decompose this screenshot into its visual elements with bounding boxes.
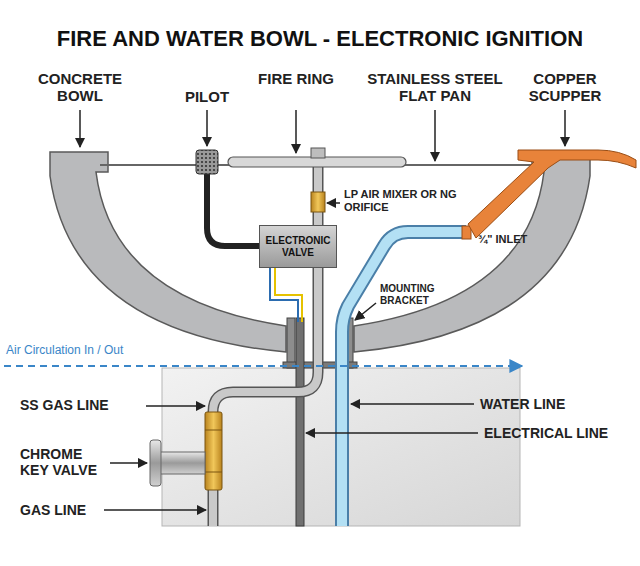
key-valve-plate <box>150 440 161 486</box>
leader-line <box>564 110 566 146</box>
part-label: GAS LINE <box>20 502 104 518</box>
valve-box: ELECTRONIC VALVE <box>259 225 337 268</box>
copper-scupper <box>468 150 636 238</box>
leader-line <box>327 202 340 204</box>
leader-line <box>146 405 205 407</box>
part-label: LP AIR MIXER OR NG ORIFICE <box>344 188 484 213</box>
valve-label: ELECTRONIC VALVE <box>260 235 336 258</box>
part-label: STAINLESS STEEL FLAT PAN <box>355 70 515 105</box>
brass-fitting <box>205 412 222 490</box>
fire-ring-hub <box>311 148 325 158</box>
leader-line <box>295 110 297 153</box>
pilot-tube <box>207 172 262 246</box>
part-label: MOUNTING BRACKET <box>380 283 470 306</box>
air-flow-arrow <box>4 365 522 367</box>
part-label: SS GAS LINE <box>20 397 145 413</box>
water-line <box>342 232 466 526</box>
ss-gas-line <box>213 158 318 526</box>
leader-lines <box>80 110 565 510</box>
concrete-bowl <box>354 152 590 352</box>
leader-line <box>104 509 206 511</box>
leader-line <box>355 303 376 320</box>
part-label: CONCRETE BOWL <box>30 70 130 105</box>
ss-gas-line <box>213 158 318 526</box>
leader-line <box>306 432 478 434</box>
leader-line <box>110 462 147 464</box>
air-mixer <box>311 192 325 212</box>
part-label: WATER LINE <box>480 396 630 412</box>
part-label: Air Circulation In / Out <box>6 344 206 358</box>
brass-fitting <box>205 430 222 431</box>
valve-wire <box>275 268 302 322</box>
electrical-line <box>296 318 304 526</box>
part-label: ¾" INLET <box>478 233 548 246</box>
leader-line <box>351 403 474 405</box>
part-label: CHROME KEY VALVE <box>20 446 108 478</box>
leader-line <box>79 110 81 147</box>
pilot-grille <box>196 150 218 174</box>
key-valve-stem <box>160 452 205 474</box>
leader-line <box>434 110 436 161</box>
part-label: COPPER SCUPPER <box>517 70 613 105</box>
water-line <box>342 232 466 526</box>
mounting-bracket <box>287 318 295 368</box>
leader-line <box>206 110 208 146</box>
concrete-bowl <box>50 152 286 352</box>
brass-fitting <box>205 472 222 473</box>
diagram-title: FIRE AND WATER BOWL - ELECTRONIC IGNITIO… <box>0 26 640 51</box>
part-label: PILOT <box>167 88 247 105</box>
part-label: ELECTRICAL LINE <box>484 425 634 441</box>
part-label: FIRE RING <box>251 70 341 87</box>
inlet-fitting <box>462 226 471 239</box>
